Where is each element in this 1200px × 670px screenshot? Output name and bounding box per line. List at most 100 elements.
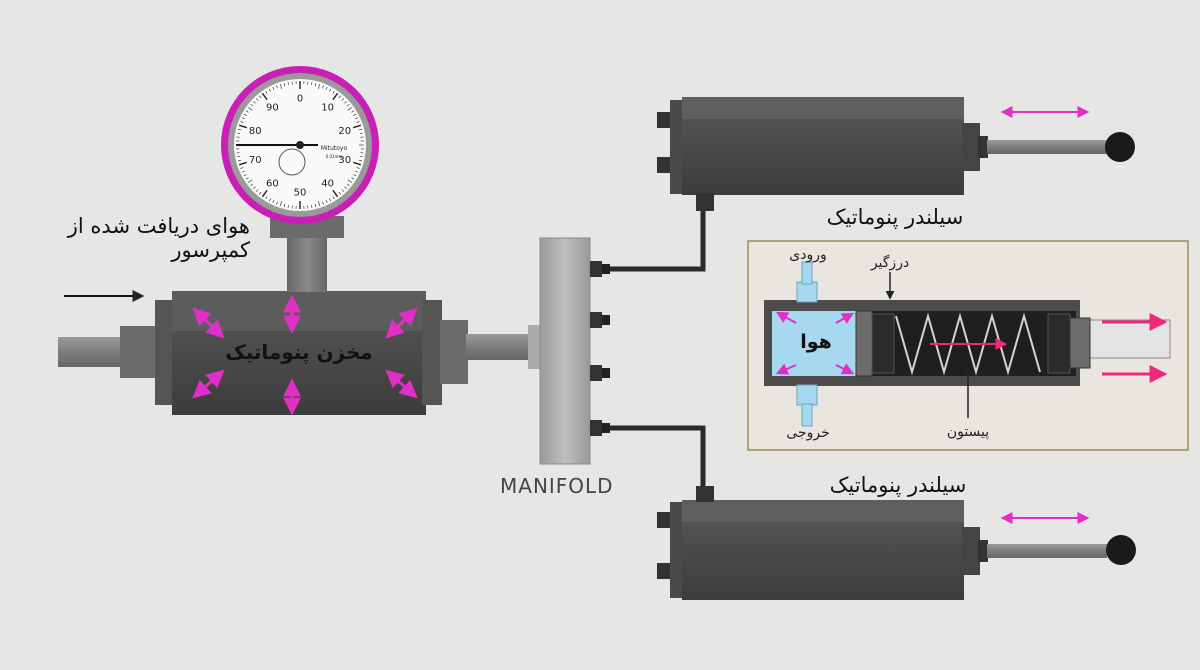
gauge-tick — [353, 124, 362, 129]
gauge-model: 0.01mm — [326, 154, 343, 159]
gauge-tick — [245, 110, 249, 113]
tank-right-end — [422, 300, 442, 405]
manifold — [528, 237, 610, 465]
gauge-tick — [287, 204, 289, 208]
cylinder-bottom-rod — [987, 544, 1107, 558]
cylinder-bottom-knob — [1106, 535, 1136, 565]
hose-bottom — [610, 425, 706, 490]
gauge-tick — [268, 198, 271, 202]
cylinder-top — [657, 97, 1135, 211]
gauge-tick — [356, 167, 360, 169]
outlet-port — [796, 384, 818, 406]
gauge-tick — [322, 201, 324, 205]
gauge-tick — [359, 156, 363, 158]
gauge-tick — [237, 156, 241, 158]
gauge-tick-label: 30 — [338, 155, 351, 166]
double-arrow-icon — [385, 307, 418, 339]
gauge-tick-label: 60 — [266, 179, 279, 190]
gauge-tick — [346, 103, 350, 107]
gauge-tick — [237, 159, 241, 162]
gauge-tick — [347, 107, 352, 111]
piston-label: پیستون — [946, 424, 990, 440]
gauge-tick — [353, 161, 362, 166]
gauge-tick — [317, 201, 321, 206]
gauge-tick — [344, 100, 347, 104]
gauge-tick-label: 80 — [249, 126, 262, 137]
gauge-tick — [253, 100, 256, 104]
manifold-block — [539, 237, 591, 465]
double-arrow-icon — [192, 307, 225, 339]
gauge-tick — [311, 204, 313, 208]
gauge-tick — [253, 186, 256, 190]
gauge-tick — [241, 170, 245, 173]
double-arrow-icon — [385, 369, 418, 399]
gauge-tick-label: 90 — [266, 102, 279, 113]
tank-left-cap — [120, 326, 160, 378]
gauge-tick — [341, 98, 345, 101]
gauge-tick — [258, 191, 262, 195]
gauge-tick — [237, 132, 241, 134]
tank-left-end — [155, 300, 175, 405]
gauge-tick — [351, 177, 355, 180]
gauge-tick — [237, 128, 241, 131]
inset-rod — [1079, 319, 1171, 359]
cylinder-top-label: سیلندر پنوماتیک — [826, 205, 964, 229]
gauge-tick — [341, 189, 345, 192]
gauge-tick — [283, 204, 286, 208]
gauge-tick — [332, 90, 335, 94]
tank-to-manifold-pipe — [466, 334, 538, 360]
gauge-tick — [245, 177, 249, 180]
cylinder-top-knob — [1105, 132, 1135, 162]
inlet-port — [796, 281, 818, 303]
gauge-tick — [287, 82, 289, 86]
gauge-tick — [359, 132, 363, 134]
hose-top — [610, 210, 706, 272]
gauge-tick-label: 50 — [294, 188, 307, 199]
gauge-ticks — [236, 81, 364, 209]
gauge-tick — [240, 121, 244, 123]
tank-right-cap — [440, 320, 468, 384]
gauge-tick — [250, 183, 254, 187]
gauge-tick — [355, 117, 359, 120]
gauge-tick — [347, 179, 352, 183]
gauge-tick — [355, 170, 359, 173]
manifold-label: MANIFOLD — [500, 474, 614, 498]
gauge-tick — [238, 161, 247, 166]
seal-label: درزگیر — [870, 255, 910, 271]
gauge-tick-label: 10 — [321, 102, 334, 113]
gauge-tick — [276, 85, 278, 89]
gauge-tick — [314, 204, 317, 208]
gauge-tick — [250, 103, 254, 107]
air-label: هوا — [800, 331, 832, 353]
gauge-tick — [332, 189, 339, 198]
gauge-tick — [261, 92, 268, 101]
gauge-tick — [272, 200, 275, 204]
gauge-tick — [314, 82, 317, 86]
tank-pressure-arrows — [192, 294, 418, 416]
gauge-tick — [255, 189, 259, 192]
outlet-label: خروجی — [786, 425, 830, 441]
gauge-tick — [356, 121, 360, 123]
gauge-tick — [261, 189, 268, 198]
gauge-tick — [258, 95, 262, 99]
gauge-tick — [279, 201, 283, 206]
gauge-tick — [240, 167, 244, 169]
cylinder-cross-section — [747, 240, 1189, 451]
gauge-tick-label: 70 — [249, 155, 262, 166]
gauge-tick — [338, 191, 342, 195]
inlet-label: ورودی — [789, 247, 827, 263]
gauge-tick — [353, 113, 357, 116]
gauge-brand: Mitutoyo — [321, 145, 348, 152]
gauge-tick — [359, 159, 363, 162]
gauge-tick — [268, 88, 271, 92]
gauge-tick — [325, 200, 328, 204]
gauge-tick — [265, 196, 268, 200]
gauge-tick — [359, 128, 363, 131]
cylinder-bottom-label: سیلندر پنوماتیک — [829, 473, 967, 497]
gauge-tick — [241, 117, 245, 120]
gauge-tick — [243, 113, 247, 116]
gauge-tick-label: 0 — [297, 94, 303, 105]
seal — [871, 313, 895, 374]
